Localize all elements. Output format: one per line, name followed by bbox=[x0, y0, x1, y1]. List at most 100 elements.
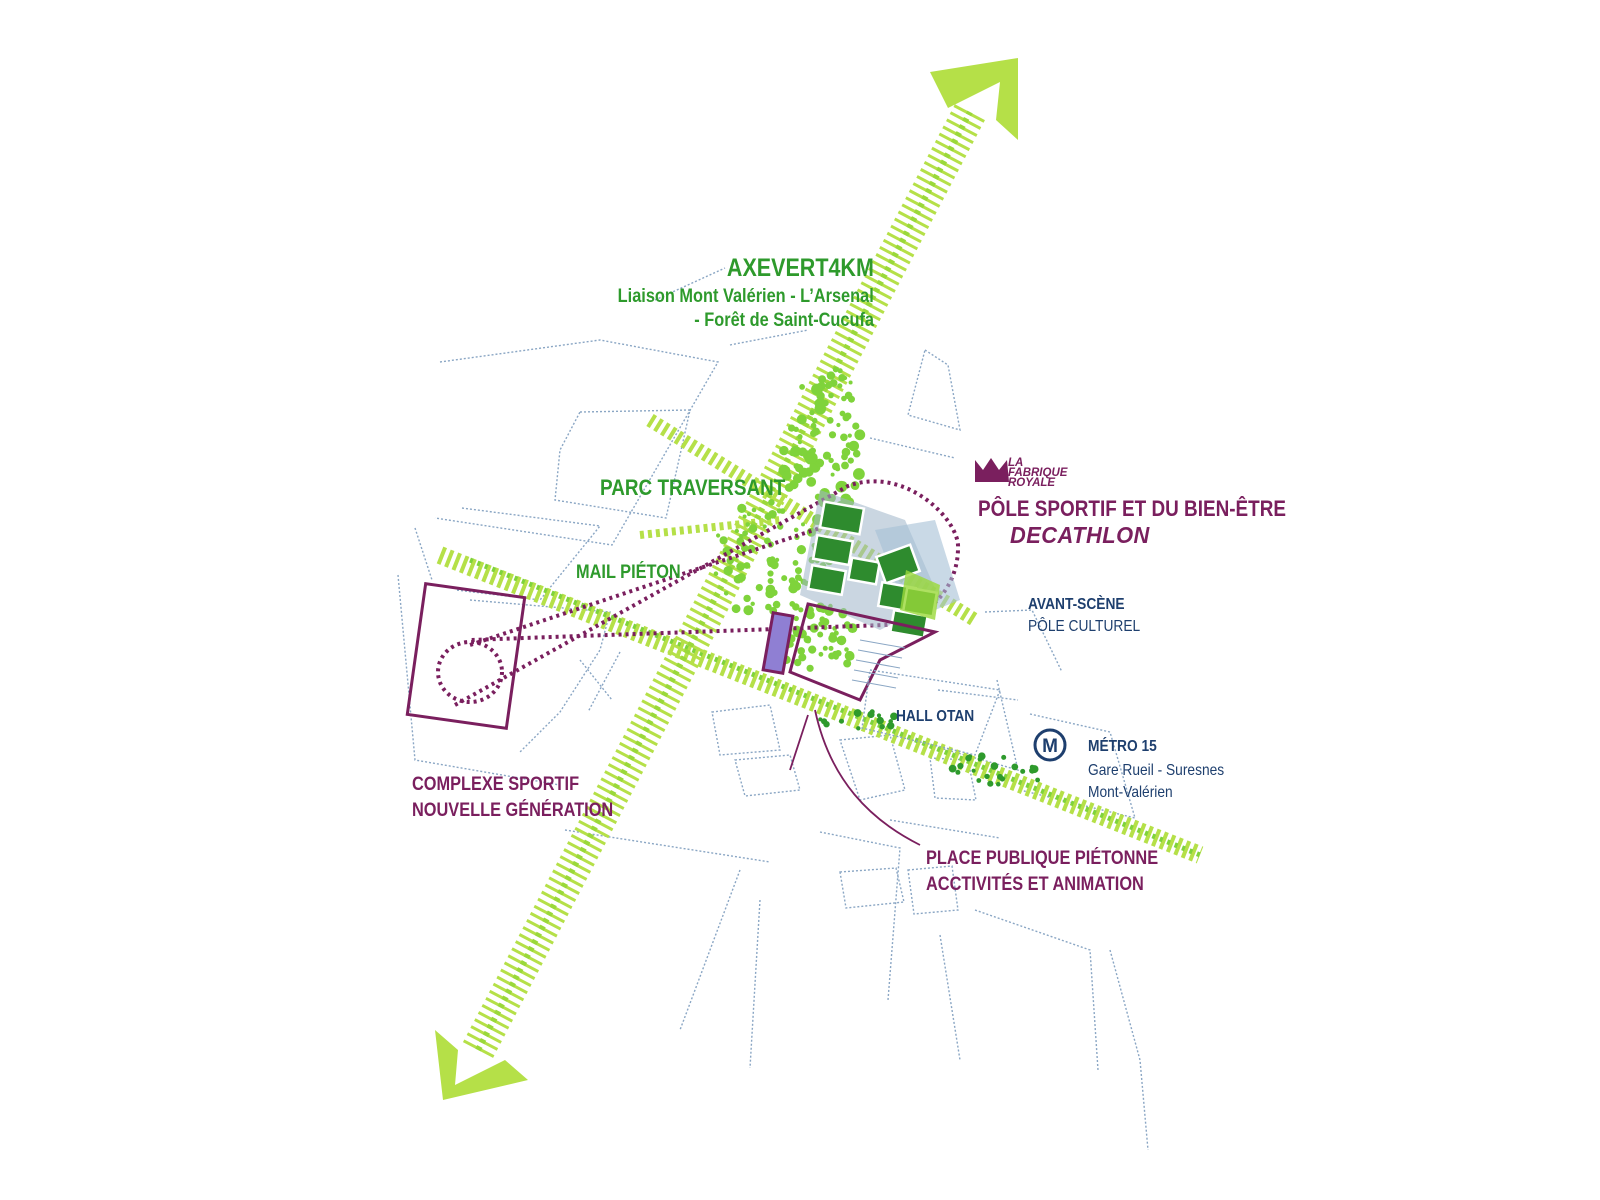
place-publique-label-1: PLACE PUBLIQUE PIÉTONNE bbox=[926, 848, 1159, 869]
tree-dot bbox=[736, 562, 745, 571]
tree-dot bbox=[1011, 763, 1019, 771]
stair-hatch bbox=[851, 639, 906, 689]
tree-dot bbox=[990, 762, 999, 770]
place-publique-outline bbox=[761, 602, 940, 846]
hall-otan-label: HALL OTAN bbox=[896, 708, 975, 725]
tree-dot bbox=[839, 718, 844, 724]
tree-dot bbox=[713, 571, 719, 576]
tree-dot bbox=[779, 445, 789, 456]
tree-dot bbox=[737, 503, 747, 513]
tree-dot bbox=[841, 395, 847, 402]
tree-dot bbox=[811, 417, 818, 424]
tree-dot bbox=[798, 653, 807, 662]
metro-m-icon bbox=[1033, 728, 1067, 762]
tree-dot bbox=[788, 424, 796, 432]
tree-dot bbox=[796, 545, 807, 555]
mail-pieton-label: MAIL PIÉTON bbox=[576, 562, 681, 583]
tree-dot bbox=[843, 659, 852, 668]
tree-dot bbox=[948, 764, 957, 773]
tree-dot bbox=[831, 650, 840, 659]
tree-dot bbox=[797, 440, 803, 445]
tree-dot bbox=[755, 584, 763, 592]
tree-dot bbox=[887, 722, 895, 730]
tree-dot bbox=[751, 507, 757, 513]
tree-dot bbox=[745, 522, 750, 527]
tree-dot bbox=[818, 717, 823, 722]
fabrique-text-2: FABRIQUE bbox=[1008, 467, 1068, 479]
tree-dot bbox=[1029, 767, 1036, 774]
tree-dot bbox=[854, 429, 866, 441]
tree-dot bbox=[781, 575, 788, 582]
tree-dot bbox=[769, 556, 776, 563]
metro-title: MÉTRO 15 bbox=[1088, 738, 1157, 755]
tree-dot bbox=[821, 718, 828, 725]
tree-dot bbox=[742, 530, 748, 537]
tree-dot bbox=[741, 544, 749, 552]
tree-dot bbox=[817, 631, 824, 638]
tree-dot bbox=[733, 574, 743, 584]
tree-dot bbox=[852, 449, 861, 458]
tree-dot bbox=[723, 591, 729, 596]
complexe-sportif-label-2: NOUVELLE GÉNÉRATION bbox=[412, 800, 614, 821]
tree-dot bbox=[876, 713, 882, 718]
tree-dot bbox=[1001, 754, 1007, 760]
tree-dot bbox=[1020, 768, 1026, 774]
tree-dot bbox=[856, 726, 861, 731]
axe-vert-title: AXEVERT4KM bbox=[727, 254, 874, 282]
tree-dot bbox=[767, 578, 774, 584]
tree-dot bbox=[879, 724, 885, 730]
tree-dot bbox=[798, 607, 804, 613]
tree-dot bbox=[836, 635, 847, 646]
tree-dot bbox=[984, 773, 990, 780]
tree-dot bbox=[971, 768, 976, 773]
tree-dot bbox=[750, 601, 755, 606]
avant-scene-label: AVANT-SCÈNE bbox=[1028, 596, 1125, 613]
sports-field bbox=[405, 581, 527, 731]
la-fabrique-royale-logo: LA FABRIQUE ROYALE bbox=[975, 456, 1067, 489]
tree-dot bbox=[853, 709, 862, 717]
tree-dot bbox=[853, 468, 865, 480]
tree-dot bbox=[955, 769, 961, 775]
tree-dot bbox=[837, 383, 843, 389]
tree-dot bbox=[806, 638, 811, 644]
tree-dot bbox=[734, 528, 739, 534]
tree-dot bbox=[987, 780, 994, 787]
tree-dot bbox=[997, 773, 1003, 780]
tree-dot bbox=[781, 471, 792, 481]
tree-dot bbox=[762, 524, 767, 529]
tree-dot bbox=[792, 473, 803, 484]
tree-dot bbox=[848, 380, 853, 385]
tree-dot bbox=[818, 375, 827, 384]
axe-vert-line bbox=[462, 104, 986, 1058]
tree-dot bbox=[844, 412, 852, 420]
metro-line-2: Mont-Valérien bbox=[1088, 784, 1173, 801]
tree-dot bbox=[830, 472, 835, 477]
building-cluster bbox=[800, 490, 960, 640]
complexe-sportif-label-1: COMPLEXE SPORTIF bbox=[412, 774, 580, 795]
tree-dot bbox=[768, 510, 777, 519]
tree-dot bbox=[719, 536, 728, 545]
tree-dot bbox=[826, 417, 834, 424]
crown-logo bbox=[975, 458, 1009, 482]
tree-dot bbox=[797, 647, 805, 655]
tree-dot bbox=[890, 712, 898, 721]
tree-dot bbox=[842, 375, 848, 381]
tree-dot bbox=[977, 756, 983, 762]
metro-line-1: Gare Rueil - Suresnes bbox=[1088, 762, 1225, 779]
tree-dot bbox=[957, 762, 964, 770]
tree-dot bbox=[811, 383, 823, 396]
metro-icon-letter: M bbox=[1042, 736, 1058, 757]
green-dashed-axes bbox=[436, 414, 1204, 864]
tree-dot bbox=[965, 754, 972, 762]
parc-traversant-label: PARC TRAVERSANT bbox=[600, 475, 786, 500]
tree-dot bbox=[839, 481, 848, 489]
tree-dot bbox=[847, 433, 852, 438]
tree-dot bbox=[776, 508, 783, 514]
tree-dot bbox=[828, 457, 834, 464]
tree-dot bbox=[747, 512, 751, 517]
tree-dot bbox=[833, 630, 839, 636]
tree-dot bbox=[835, 466, 841, 472]
tree-dot bbox=[743, 605, 754, 616]
tree-dot bbox=[852, 422, 860, 430]
tree-dot bbox=[976, 778, 982, 783]
